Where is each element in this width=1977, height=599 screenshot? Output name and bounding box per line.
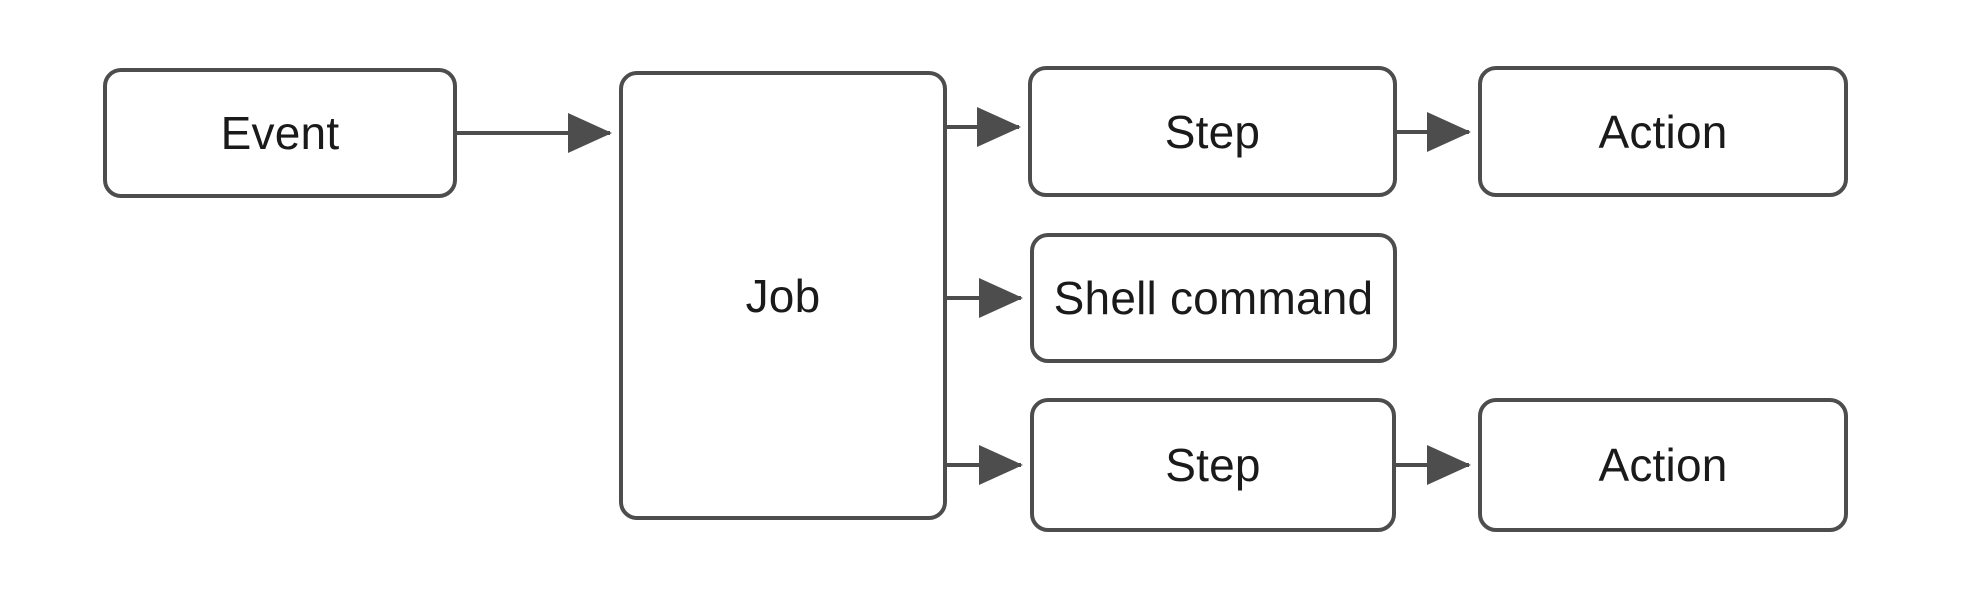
node-shell-command-label: Shell command — [1053, 272, 1374, 324]
node-job[interactable]: Job — [619, 71, 947, 520]
node-action-2[interactable]: Action — [1478, 398, 1848, 532]
node-action-1[interactable]: Action — [1478, 66, 1848, 197]
node-step-1[interactable]: Step — [1028, 66, 1397, 197]
node-action-1-label: Action — [1598, 105, 1728, 158]
node-step-1-label: Step — [1164, 105, 1261, 158]
node-event-label: Event — [220, 107, 340, 159]
node-job-label: Job — [745, 269, 821, 322]
node-shell-command[interactable]: Shell command — [1030, 233, 1397, 363]
node-event[interactable]: Event — [103, 68, 457, 198]
node-step-2-label: Step — [1165, 439, 1261, 491]
node-step-2[interactable]: Step — [1030, 398, 1396, 532]
node-action-2-label: Action — [1598, 439, 1728, 491]
